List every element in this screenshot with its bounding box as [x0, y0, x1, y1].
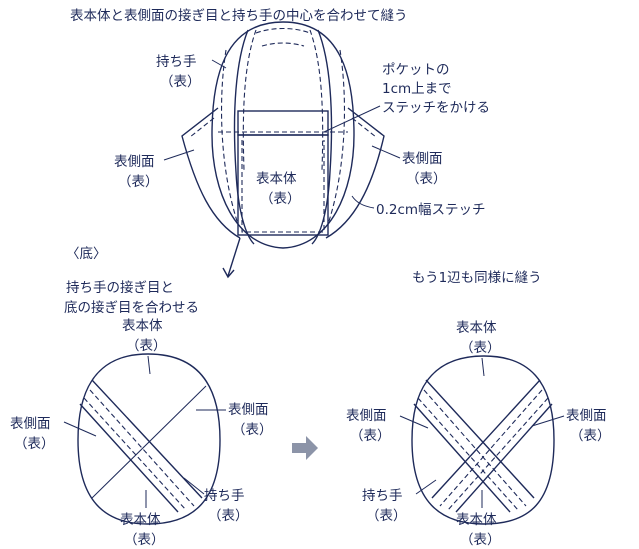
svg-text:（表）: （表）: [570, 428, 611, 444]
svg-text:1cm上まで: 1cm上まで: [382, 81, 452, 97]
svg-text:（表）: （表）: [260, 191, 301, 207]
svg-text:底の接ぎ目を合わせる: 底の接ぎ目を合わせる: [64, 299, 199, 316]
repeat-note: もう1辺も同様に縫う: [412, 270, 542, 286]
left-side-label: 表側面: [114, 154, 155, 170]
svg-text:（表）: （表）: [406, 171, 447, 187]
bottom-circle-before: 表本体 （表） 表側面 （表） 表側面 （表） 表本体 （表） 持ち手 （表）: [10, 318, 273, 548]
svg-text:（表）: （表）: [208, 508, 249, 524]
instruction-title: 表本体と表側面の接ぎ目と持ち手の中心を合わせて縫う: [70, 7, 408, 24]
svg-text:（表）: （表）: [460, 340, 501, 356]
svg-text:（表）: （表）: [14, 436, 55, 452]
down-arrow-icon: [227, 237, 241, 277]
svg-text:（表）: （表）: [124, 532, 165, 548]
bag-illustration: 持ち手 （表） ポケットの 1cm上まで ステッチをかける 表側面 （表） 表側…: [114, 21, 490, 279]
svg-text:ステッチをかける: ステッチをかける: [382, 100, 490, 116]
svg-text:（表）: （表）: [126, 338, 167, 354]
align-note: 持ち手の接ぎ目と: [66, 279, 174, 296]
body-label: 表本体: [256, 171, 297, 187]
right-arrow-icon: [292, 436, 318, 460]
right-side-panel: [325, 107, 385, 239]
svg-text:（表）: （表）: [366, 508, 407, 524]
handle-label: 持ち手: [156, 54, 197, 70]
right-side-label: 表側面: [402, 151, 443, 167]
circle-after-top: 表本体: [456, 320, 497, 336]
circle-after-left: 表側面: [346, 408, 387, 424]
pocket: [237, 110, 329, 136]
circle-before-handle: 持ち手: [204, 488, 245, 504]
svg-text:（表）: （表）: [350, 428, 391, 444]
circle-before-right: 表側面: [228, 402, 269, 418]
circle-after-handle: 持ち手: [362, 488, 403, 504]
svg-text:（表）: （表）: [160, 74, 201, 90]
circle-before-left: 表側面: [10, 416, 51, 432]
svg-text:（表）: （表）: [232, 422, 273, 438]
svg-text:（表）: （表）: [460, 532, 501, 548]
circle-after-right: 表側面: [566, 408, 607, 424]
bottom-heading: 〈底〉: [66, 246, 107, 262]
left-side-panel: [181, 107, 241, 239]
circle-before-bottom: 表本体: [120, 512, 161, 528]
svg-text:（表）: （表）: [118, 174, 159, 190]
circle-after-bottom: 表本体: [456, 512, 497, 528]
bottom-circle-after: 表本体 （表） 表側面 （表） 表側面 （表） 表本体 （表） 持ち手 （表）: [346, 320, 611, 548]
pocket-note: ポケットの: [382, 62, 450, 78]
circle-before-top: 表本体: [122, 318, 163, 334]
stitch-note: 0.2cm幅ステッチ: [376, 202, 486, 218]
bag-body-outline: [211, 21, 355, 249]
